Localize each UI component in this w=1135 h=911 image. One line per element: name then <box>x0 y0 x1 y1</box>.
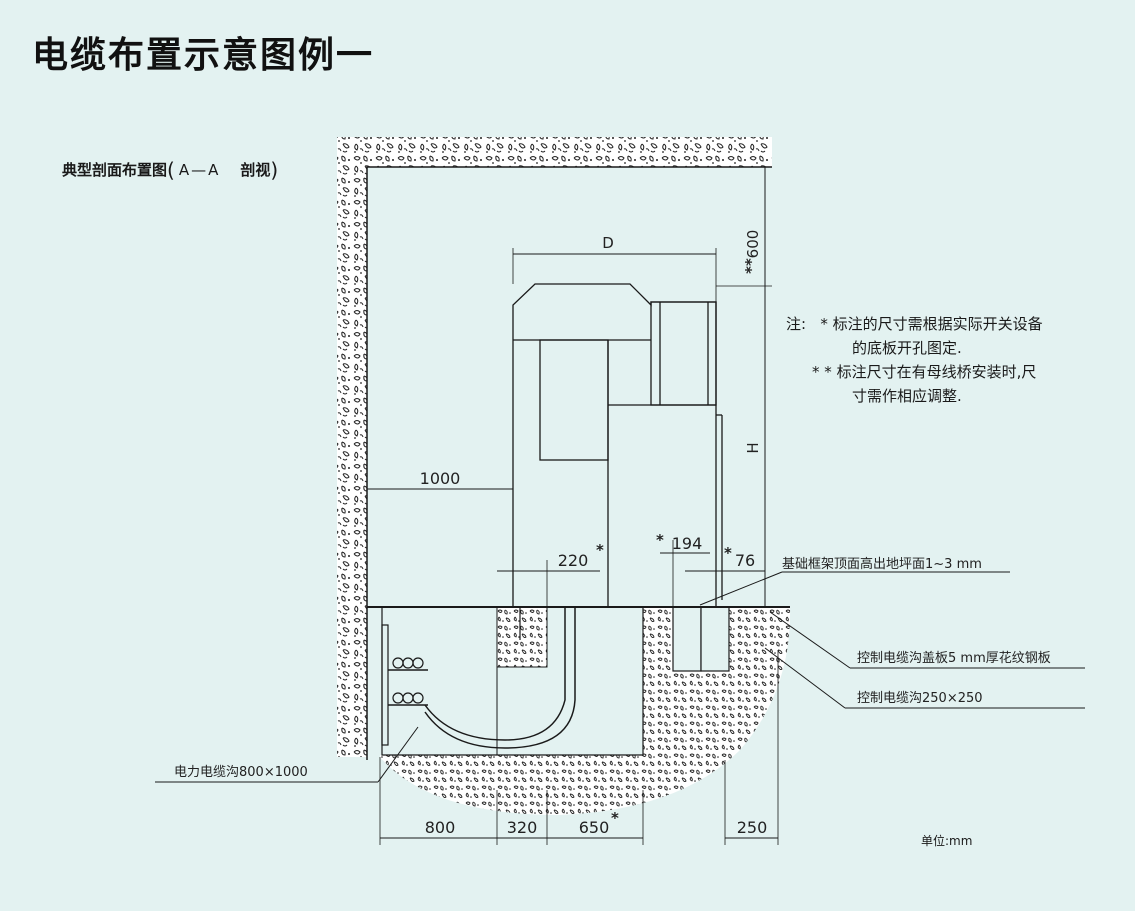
power-trench <box>382 607 497 755</box>
cable-bundle-2 <box>392 692 424 704</box>
note-2-mark: * * <box>812 363 832 381</box>
dim-76-label: 76 <box>735 551 755 570</box>
cover-plate-leader <box>769 611 851 669</box>
dim-320-label: 320 <box>507 818 538 837</box>
view-label: 剖视 <box>240 161 271 179</box>
paren-open: ( <box>167 158 175 182</box>
middle-pillar <box>497 607 547 667</box>
dim-76-star: * <box>724 544 732 562</box>
view-code: A—A <box>178 161 221 179</box>
power-trench-callout: 电力电缆沟800×1000 <box>174 764 308 780</box>
control-trench <box>672 606 702 672</box>
section-name: 典型剖面布置图 <box>62 161 168 179</box>
cover-plate-callout: 控制电缆沟盖板5 mm厚花纹钢板 <box>857 650 1051 666</box>
dim-220-star: * <box>596 541 604 559</box>
room-outline <box>366 166 772 760</box>
unit-label: 单位:mm <box>921 834 973 848</box>
foundation-callout: 基础框架顶面高出地坪面1~3 mm <box>782 556 982 572</box>
page-title: 电缆布置示意图例一 <box>32 35 375 76</box>
ceiling-slab <box>337 137 772 167</box>
dim-250-label: 250 <box>737 818 768 837</box>
left-wall <box>337 167 367 607</box>
dim-600-mark: ** <box>742 258 760 274</box>
section-title: 典型剖面布置图(A—A 剖视) <box>62 156 279 182</box>
switchgear-cabinet <box>512 283 723 607</box>
notes-prefix: 注: <box>786 315 807 333</box>
power-trench-leader <box>377 726 419 783</box>
dim-600-label: 600 <box>744 230 762 259</box>
dim-220-label: 220 <box>558 551 589 570</box>
dim-650-label: 650 <box>579 818 610 837</box>
left-wall-lower <box>337 607 367 757</box>
note-2-line-2: 寸需作相应调整. <box>852 387 962 405</box>
note-1-line-2: 的底板开孔图定. <box>852 339 962 357</box>
power-cable-outer <box>424 607 576 749</box>
note-1-line-1: 注: * 标注的尺寸需根据实际开关设备 <box>786 312 1043 336</box>
notes-block: 注: * 标注的尺寸需根据实际开关设备 的底板开孔图定. * * 标注尺寸在有母… <box>786 312 1043 408</box>
dim-h-label: H <box>744 442 762 453</box>
foundation-leader <box>699 571 783 606</box>
control-trench-callout: 控制电缆沟250×250 <box>857 690 983 706</box>
cable-bundle-1 <box>392 657 424 669</box>
dim-194-star: * <box>656 531 664 549</box>
note-1-text-1: 标注的尺寸需根据实际开关设备 <box>832 315 1043 333</box>
dim-1000-label: 1000 <box>420 469 461 488</box>
dim-d-label: D <box>602 234 614 252</box>
dim-800-label: 800 <box>425 818 456 837</box>
dim-650-star: * <box>611 809 619 827</box>
paren-close: ) <box>270 158 279 182</box>
cable-rack <box>381 624 389 746</box>
power-cable <box>424 607 566 741</box>
control-trench-inner <box>700 606 730 672</box>
note-1-mark: * <box>820 315 828 333</box>
pit-cavity <box>547 607 643 755</box>
note-2-text-1: 标注尺寸在有母线桥安装时,尺 <box>836 363 1037 381</box>
note-2-line-1: * * 标注尺寸在有母线桥安装时,尺 <box>786 360 1043 384</box>
pit-cavity-lower <box>497 667 547 755</box>
dim-194-label: 194 <box>672 534 703 553</box>
